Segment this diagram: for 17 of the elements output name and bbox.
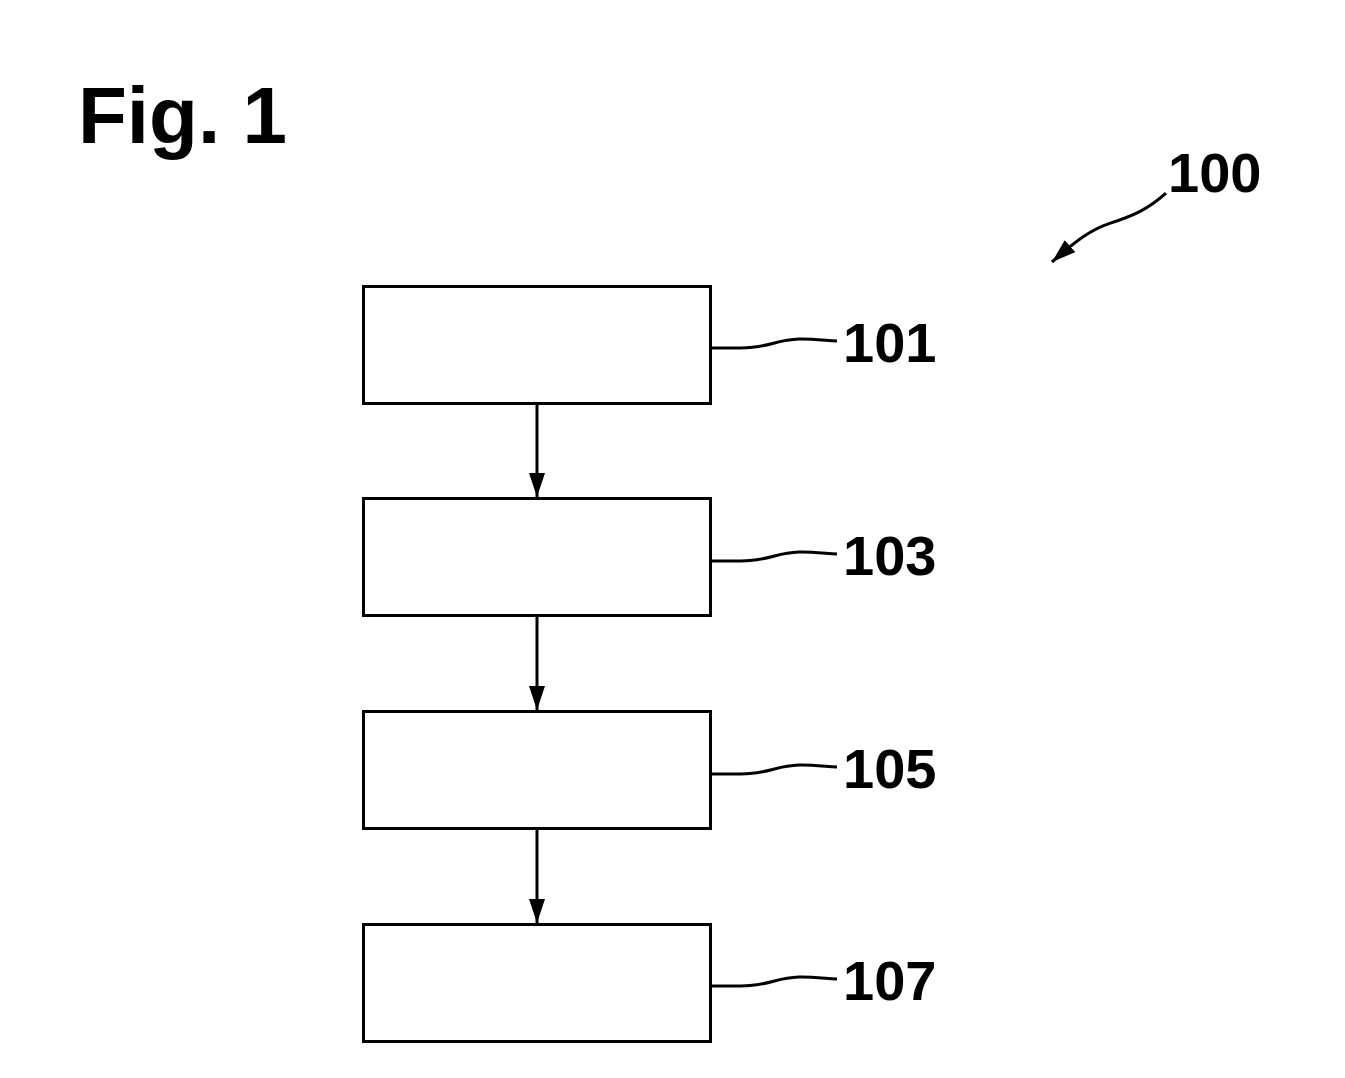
- leader-line: [712, 975, 838, 988]
- process-box: [362, 285, 712, 405]
- leader-line: [712, 763, 838, 776]
- reference-numeral: 101: [843, 315, 937, 371]
- reference-numeral: 103: [843, 528, 937, 584]
- leader-arrow: [1051, 192, 1167, 264]
- leader-line: [712, 550, 838, 563]
- reference-numeral: 100: [1168, 145, 1262, 201]
- arrow: [529, 405, 545, 497]
- arrow: [529, 830, 545, 923]
- leader-line: [712, 337, 838, 350]
- process-box: [362, 710, 712, 830]
- arrow: [529, 617, 545, 710]
- process-box: [362, 923, 712, 1043]
- process-box: [362, 497, 712, 617]
- reference-numeral: 107: [843, 953, 937, 1009]
- reference-numeral: 105: [843, 741, 937, 797]
